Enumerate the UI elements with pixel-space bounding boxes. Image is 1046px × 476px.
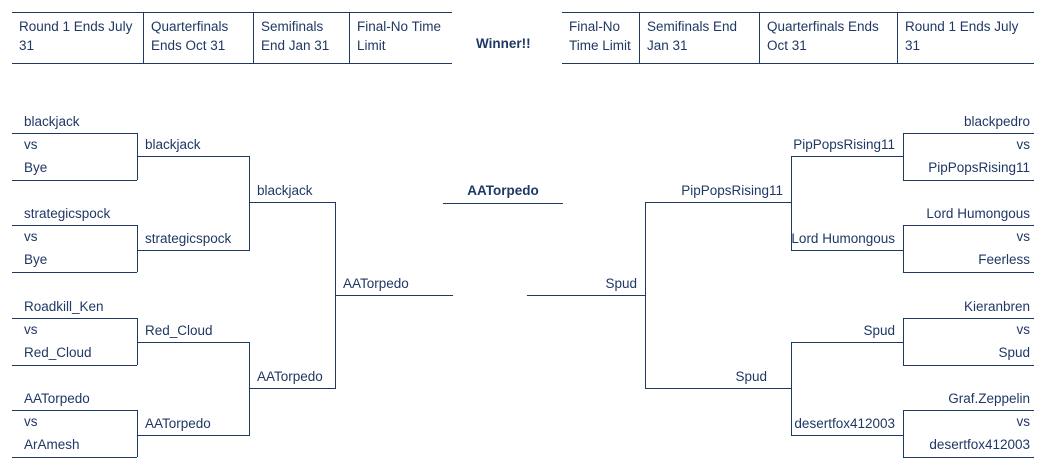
round-header-cell: Round 1 Ends July 31 xyxy=(12,13,144,63)
quarterfinal-winner-label: Lord Humongous xyxy=(791,231,895,246)
match-box-left-border xyxy=(903,133,904,180)
round-header-cell: Final-No Time Limit xyxy=(562,13,640,63)
match-vs-label: vs xyxy=(1016,322,1031,337)
final-connector xyxy=(527,295,645,296)
match-box-top-border xyxy=(903,318,1034,319)
match-box-bottom-border xyxy=(903,272,1034,273)
match-competitor-top: Kieranbren xyxy=(963,299,1030,314)
semifinal-winner-label: Spud xyxy=(735,369,767,384)
match-competitor-top: Graf.Zeppelin xyxy=(948,391,1030,406)
final-winner-label: Spud xyxy=(605,276,637,291)
match-box-bottom-border xyxy=(903,180,1034,181)
quarterfinal-box-top-border xyxy=(137,156,249,157)
match-box-right-border xyxy=(137,225,138,272)
match-box-left-border xyxy=(903,410,904,457)
round-header-cell: Semifinals End Jan 31 xyxy=(640,13,760,63)
match-box-top-border xyxy=(12,225,137,226)
quarterfinal-box-top-border xyxy=(791,156,903,157)
match-box-bottom-border xyxy=(12,457,137,458)
champion-underline xyxy=(443,203,563,204)
quarterfinal-winner-label: blackjack xyxy=(145,137,201,152)
semifinal-box-left-border xyxy=(645,202,646,389)
match-competitor-bottom: Red_Cloud xyxy=(24,345,92,360)
match-box-top-border xyxy=(12,410,137,411)
match-competitor-top: strategicspock xyxy=(24,206,111,221)
match-competitor-bottom: Bye xyxy=(24,252,48,267)
quarterfinal-winner-label: desertfox412003 xyxy=(794,416,895,431)
match-vs-label: vs xyxy=(1016,414,1031,429)
match-competitor-bottom: PipPopsRising11 xyxy=(928,160,1030,175)
match-vs-label: vs xyxy=(24,229,38,244)
match-vs-label: vs xyxy=(24,137,38,152)
match-competitor-top: AATorpedo xyxy=(24,391,90,406)
semifinal-box-top-border xyxy=(645,202,791,203)
match-box-right-border xyxy=(137,410,138,457)
match-box-top-border xyxy=(12,133,137,134)
semifinal-box-bottom-border xyxy=(249,388,335,389)
quarterfinal-box-top-border xyxy=(791,342,903,343)
match-vs-label: vs xyxy=(1016,229,1031,244)
quarterfinal-winner-label: Spud xyxy=(863,323,895,338)
match-box-right-border xyxy=(137,318,138,365)
match-vs-label: vs xyxy=(24,414,38,429)
match-competitor-top: Roadkill_Ken xyxy=(24,299,104,314)
match-box-bottom-border xyxy=(903,365,1034,366)
match-competitor-bottom: desertfox412003 xyxy=(929,437,1030,452)
semifinal-winner-label: blackjack xyxy=(257,183,313,198)
quarterfinal-winner-label: AATorpedo xyxy=(145,416,211,431)
quarterfinal-winner-label: strategicspock xyxy=(145,231,232,246)
round-header-cell: Quarterfinals Ends Oct 31 xyxy=(144,13,254,63)
quarterfinal-box-left-border xyxy=(791,342,792,436)
semifinal-winner-label: PipPopsRising11 xyxy=(681,183,783,198)
quarterfinal-box-top-border xyxy=(137,342,249,343)
quarterfinal-winner-label: PipPopsRising11 xyxy=(793,137,895,152)
match-competitor-bottom: Bye xyxy=(24,160,48,175)
quarterfinal-box-left-border xyxy=(791,156,792,251)
match-box-top-border xyxy=(903,225,1034,226)
round-headers-right: Final-No Time Limit Semifinals End Jan 3… xyxy=(562,12,1034,64)
quarterfinal-box-bottom-border xyxy=(137,435,249,436)
match-box-top-border xyxy=(12,318,137,319)
match-box-left-border xyxy=(903,225,904,272)
quarterfinal-box-bottom-border xyxy=(791,435,903,436)
champion-label: AATorpedo xyxy=(467,183,539,198)
round-headers-left: Round 1 Ends July 31 Quarterfinals Ends … xyxy=(12,12,452,64)
match-competitor-top: blackjack xyxy=(24,114,80,129)
match-competitor-bottom: ArAmesh xyxy=(24,437,80,452)
quarterfinal-winner-label: Red_Cloud xyxy=(145,323,213,338)
match-competitor-bottom: Feerless xyxy=(978,252,1030,267)
match-box-bottom-border xyxy=(903,457,1034,458)
match-competitor-top: Lord Humongous xyxy=(926,206,1030,221)
match-vs-label: vs xyxy=(1016,137,1031,152)
quarterfinal-box-bottom-border xyxy=(137,250,249,251)
match-vs-label: vs xyxy=(24,322,38,337)
match-box-left-border xyxy=(903,318,904,365)
match-box-top-border xyxy=(903,410,1034,411)
round-header-cell: Round 1 Ends July 31 xyxy=(905,19,1019,53)
semifinal-winner-label: AATorpedo xyxy=(257,369,323,384)
match-box-bottom-border xyxy=(12,180,137,181)
semifinal-box-top-border xyxy=(249,202,335,203)
round-header-cell: Semifinals End Jan 31 xyxy=(254,13,350,63)
match-box-top-border xyxy=(903,133,1034,134)
round-header-cell: Quarterfinals Ends Oct 31 xyxy=(760,13,898,63)
final-winner-label: AATorpedo xyxy=(343,276,409,291)
semifinal-box-bottom-border xyxy=(645,388,791,389)
match-box-bottom-border xyxy=(12,365,137,366)
winner-caption: Winner!! xyxy=(476,36,531,51)
round-header-cell: Final-No Time Limit xyxy=(357,19,442,53)
match-box-bottom-border xyxy=(12,272,137,273)
match-competitor-bottom: Spud xyxy=(998,345,1030,360)
quarterfinal-box-right-border xyxy=(249,156,250,251)
final-connector xyxy=(335,295,453,296)
quarterfinal-box-bottom-border xyxy=(791,250,903,251)
match-competitor-top: blackpedro xyxy=(963,114,1030,129)
quarterfinal-box-right-border xyxy=(249,342,250,436)
